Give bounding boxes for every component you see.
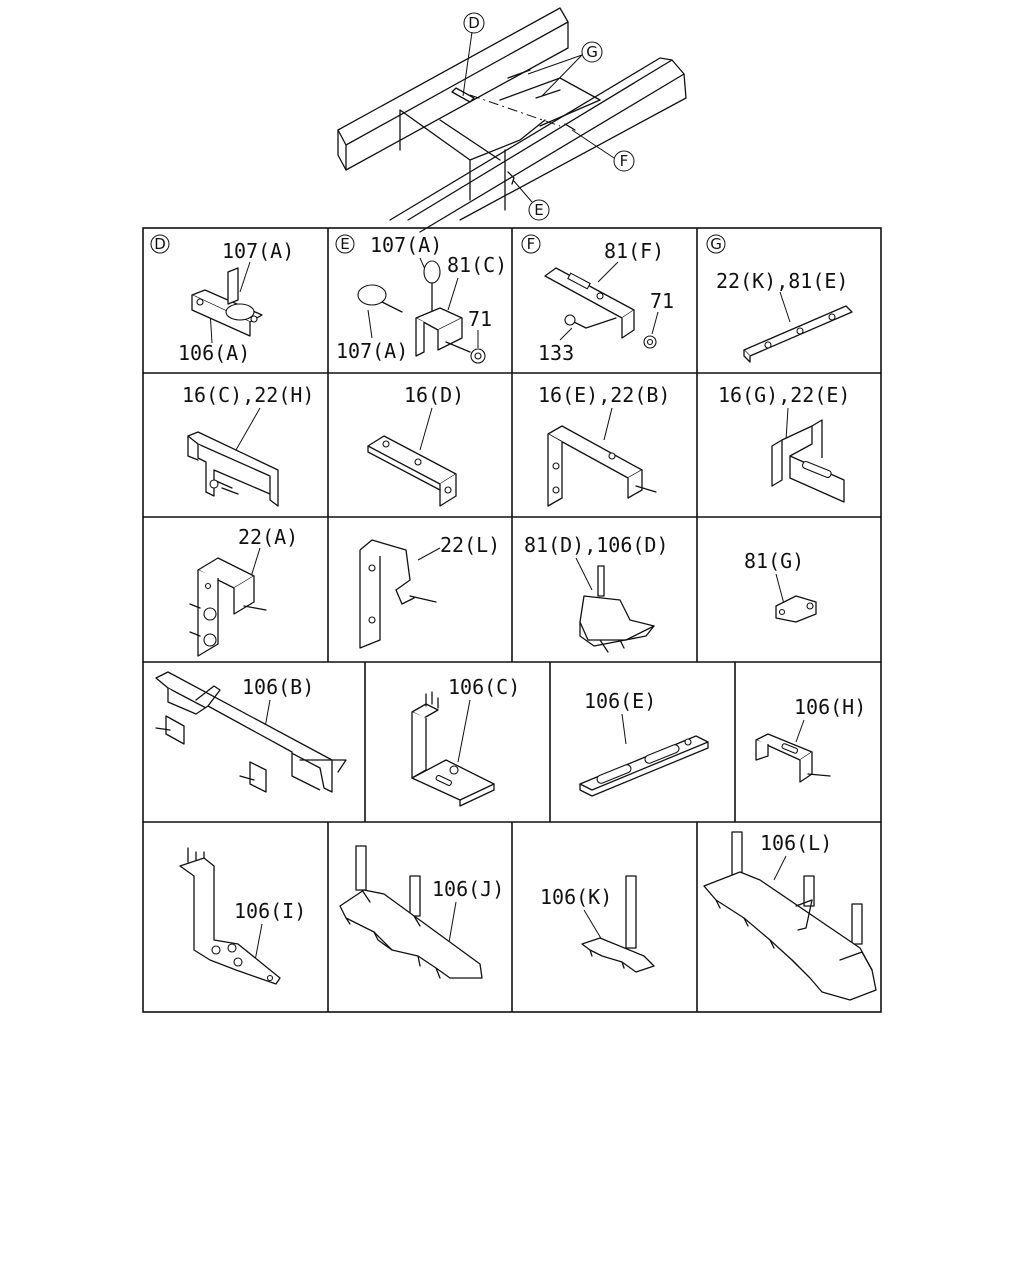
part-bracket-106h (755, 733, 831, 783)
label-16e-22b: 16(E),22(B) (538, 383, 670, 407)
part-bracket-106c (411, 691, 495, 807)
cell-r2c1: 16(C),22(H) (182, 383, 314, 507)
label-106a: 106(A) (178, 341, 250, 365)
cell-r3c1: 22(A) (189, 525, 298, 657)
label-106l: 106(L) (760, 831, 832, 855)
marker-e-text: E (534, 201, 543, 219)
cell-r5c4: 106(L) (703, 831, 877, 1001)
part-plate-106e (579, 735, 709, 797)
cell-g-ref: G (710, 235, 722, 253)
part-bracket-22a (189, 557, 267, 657)
cell-d-ref: D (154, 235, 166, 253)
label-e-107a-top: 107(A) (370, 233, 442, 257)
marker-g-text: G (586, 43, 598, 61)
label-22k-81e: 22(K),81(E) (716, 269, 848, 293)
label-106h: 106(H) (794, 695, 866, 719)
cell-e-ref: E (340, 235, 349, 253)
label-81g: 81(G) (744, 549, 804, 573)
cell-g: G 22(K),81(E) (706, 234, 853, 363)
label-16c-22h: 16(C),22(H) (182, 383, 314, 407)
part-bracket-16g (771, 419, 845, 503)
part-bracket-22l (359, 539, 437, 649)
cell-r4c1: 106(B) (155, 671, 347, 793)
cell-d: D 107(A) 106(A) (150, 234, 294, 365)
cell-e: E 107(A) 81(C) 71 107(A) (335, 233, 507, 364)
part-bracket-16e (547, 425, 657, 507)
part-bracket-106i (179, 847, 281, 985)
cell-f: F 81(F) 71 133 (521, 234, 674, 365)
label-133: 133 (538, 341, 574, 365)
part-bracket-106l (703, 831, 877, 1001)
label-16g-22e: 16(G),22(E) (718, 383, 850, 407)
cell-r3c3: 81(D),106(D) (524, 533, 669, 653)
cell-r4c3: 106(E) (579, 689, 709, 797)
label-81c: 81(C) (447, 253, 507, 277)
part-plate-22k (743, 305, 853, 363)
cell-r4c4: 106(H) (755, 695, 866, 783)
cell-r3c2: 22(L) (359, 533, 500, 649)
cell-r3c4: 81(G) (744, 549, 817, 623)
label-106c: 106(C) (448, 675, 520, 699)
cell-r5c2: 106(J) (339, 845, 504, 979)
part-bracket-106k (581, 875, 655, 973)
label-e-107a-bottom: 107(A) (336, 339, 408, 363)
label-106b: 106(B) (242, 675, 314, 699)
overview-markers: D G F E (462, 12, 635, 221)
part-bracket-81d (579, 565, 655, 653)
label-106e: 106(E) (584, 689, 656, 713)
label-e-71: 71 (468, 307, 492, 331)
part-clip-106a (191, 267, 263, 337)
chassis-frame-overview (337, 7, 687, 233)
part-bracket-81g (775, 595, 817, 623)
label-106j: 106(J) (432, 877, 504, 901)
cell-r5c3: 106(K) (540, 875, 655, 973)
label-106k: 106(K) (540, 885, 612, 909)
cell-f-ref: F (527, 235, 536, 253)
label-107a: 107(A) (222, 239, 294, 263)
label-81d-106d: 81(D),106(D) (524, 533, 669, 557)
label-16d: 16(D) (404, 383, 464, 407)
parts-grid (142, 227, 882, 1013)
part-bracket-106j (339, 845, 483, 979)
label-106i: 106(I) (234, 899, 306, 923)
label-81f: 81(F) (604, 239, 664, 263)
cell-r2c2: 16(D) (367, 383, 464, 507)
label-22l: 22(L) (440, 533, 500, 557)
cell-r2c3: 16(E),22(B) (538, 383, 670, 507)
part-bracket-81c (357, 260, 486, 364)
cell-r5c1: 106(I) (179, 847, 306, 985)
part-bracket-16d (367, 435, 457, 507)
cell-r4c2: 106(C) (411, 675, 520, 807)
label-22a: 22(A) (238, 525, 298, 549)
marker-f-text: F (620, 152, 629, 170)
label-f-71: 71 (650, 289, 674, 313)
cell-r2c4: 16(G),22(E) (718, 383, 850, 503)
part-bracket-81f (544, 267, 657, 349)
marker-d-text: D (468, 14, 480, 32)
part-bracket-106b (155, 671, 347, 793)
part-bracket-16c (187, 431, 279, 507)
